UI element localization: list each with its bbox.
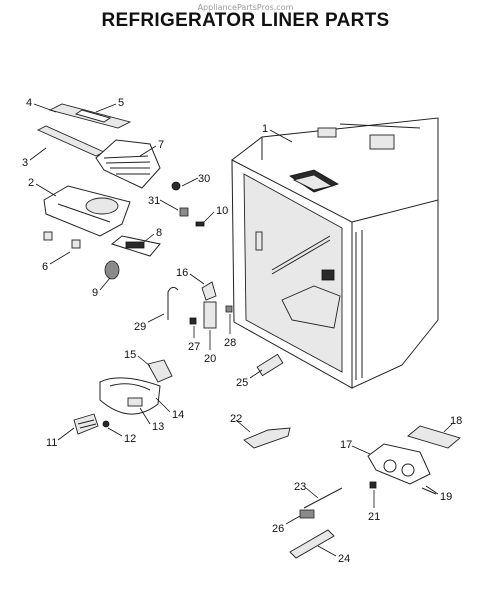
callout-7: 7 (158, 139, 164, 151)
callout-28: 28 (224, 337, 236, 349)
part-7-grille[interactable] (95, 139, 161, 189)
part-20-sensor[interactable] (203, 301, 217, 329)
part-25-roller[interactable] (256, 353, 284, 377)
part-15-frame[interactable] (147, 359, 173, 383)
part-9-knob[interactable] (104, 260, 120, 280)
callout-10: 10 (216, 205, 228, 217)
callout-11: 11 (46, 437, 57, 449)
callout-16: 16 (176, 267, 188, 279)
callout-3: 3 (22, 157, 28, 169)
part-21-bolt[interactable] (369, 481, 377, 489)
watermark-text: AppliancePartsPros.com (197, 3, 294, 12)
part-23-rod[interactable] (303, 487, 343, 509)
part-31-clip[interactable] (179, 207, 189, 217)
part-13-tab[interactable] (127, 397, 143, 407)
callout-23: 23 (294, 481, 306, 493)
part-16-latch[interactable] (201, 281, 217, 301)
callout-15: 15 (124, 349, 136, 361)
callout-labels: 1 2 3 4 5 6 7 8 9 10 11 12 13 14 15 16 1… (22, 97, 462, 565)
callout-8: 8 (156, 227, 162, 239)
diagram-title: REFRIGERATOR LINER PARTS (101, 10, 390, 31)
callout-6: 6 (42, 261, 48, 273)
callout-21: 21 (368, 511, 380, 523)
part-8-module[interactable] (110, 235, 161, 257)
callout-30: 30 (198, 173, 210, 185)
leader-lines (29, 103, 453, 557)
callout-5: 5 (118, 97, 124, 109)
callout-25: 25 (236, 377, 248, 389)
part-11-lens[interactable] (73, 413, 99, 435)
callout-1: 1 (262, 123, 268, 135)
callout-19: 19 (440, 491, 452, 503)
callout-31: 31 (148, 195, 160, 207)
part-28-bolt[interactable] (225, 305, 233, 313)
part-17-assembly[interactable] (367, 443, 431, 485)
part-10-screw[interactable] (195, 221, 205, 227)
part-19-cable[interactable] (421, 487, 437, 495)
callout-26: 26 (272, 523, 284, 535)
part-22-hinge[interactable] (243, 427, 291, 449)
part-26-connector[interactable] (299, 509, 315, 519)
callout-9: 9 (92, 287, 98, 299)
part-5-strip[interactable] (74, 109, 112, 123)
callout-14: 14 (172, 409, 184, 421)
part-6-pads[interactable] (43, 231, 81, 249)
part-29-tube[interactable] (167, 286, 179, 320)
part-27-clip[interactable] (189, 317, 197, 325)
callout-12: 12 (124, 433, 136, 445)
part-30-grommet[interactable] (171, 181, 181, 191)
callout-29: 29 (134, 321, 146, 333)
part-12-screw[interactable] (102, 420, 110, 428)
callout-20: 20 (204, 353, 216, 365)
callout-13: 13 (152, 421, 164, 433)
callout-22: 22 (230, 413, 242, 425)
part-3-rail[interactable] (36, 125, 106, 157)
part-24-slide[interactable] (289, 529, 335, 559)
callout-27: 27 (188, 341, 200, 353)
part-18-bracket[interactable] (407, 425, 461, 449)
part-2-cover[interactable] (43, 185, 131, 237)
part-1-liner[interactable] (231, 117, 439, 389)
callout-17: 17 (340, 439, 352, 451)
callout-2: 2 (28, 177, 34, 189)
callout-4: 4 (26, 97, 32, 109)
callout-18: 18 (450, 415, 462, 427)
callout-24: 24 (338, 553, 350, 565)
part-14-drawer-cover[interactable] (99, 377, 161, 415)
